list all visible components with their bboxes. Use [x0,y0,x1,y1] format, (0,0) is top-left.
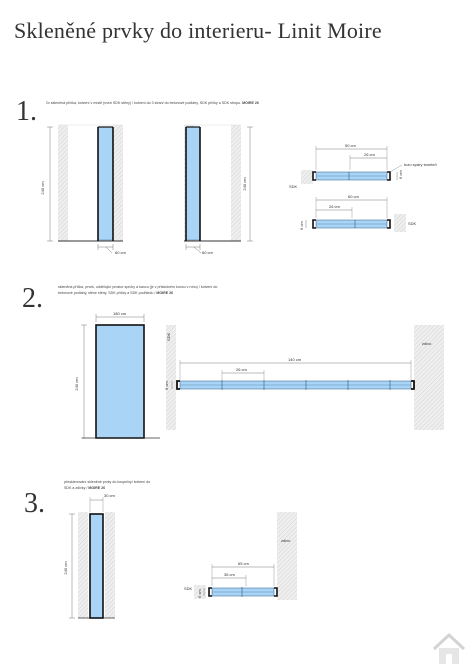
wall-sdk [394,214,406,232]
dim-width-26: 26 cm [329,204,341,209]
dim-width-50: 50 cm [345,143,357,148]
wall-sdk [301,170,313,184]
dim-width-140: 140 cm [288,357,302,362]
dim-height-240: 240 cm [74,377,79,391]
wall-left [78,512,88,618]
section-2-brand: MOIRE 26 [156,290,174,295]
dim-6: 6 cm [197,589,202,598]
dim-width-65: 65 cm [238,561,250,566]
dim-width-60: 60 cm [115,250,127,255]
wall-sdk [166,325,176,430]
section-1-brand: MOIRE 26 [242,101,259,105]
wall-zdivo [277,512,297,600]
section-3-description: přesklenování skleněné prvky do koupelny… [64,480,154,491]
wall-right [105,512,115,618]
dim-width-180: 180 cm [113,311,127,316]
dim-height-240: 240 cm [40,181,45,195]
section-number-2: 2. [22,283,43,314]
dim-width-26: 26 cm [236,367,248,372]
label-sdk: SDK [166,332,171,341]
dim-width-60: 60 cm [202,250,214,255]
wall-left [58,125,68,241]
wall-sdk [194,585,206,599]
glass-panel [95,324,145,439]
dim-width-26: 26 cm [364,152,376,157]
section-2-text: skleněná příčka, prvek, oddělující prost… [58,285,218,295]
label-sdk: SDK [184,586,193,591]
page-title: Skleněné prvky do interieru- Linit Moire [14,18,382,43]
section-1-plan-top: SDK 50 cm 26 cm 6 cm tuzo spáry toneleň [289,143,437,189]
label-tuzo: tuzo spáry toneleň [404,162,437,167]
dim-6: 6 cm [164,381,169,390]
section-2-plan: SDK zdivo 140 cm 26 cm 6 cm [164,325,444,430]
dim-6: 6 cm [299,221,304,230]
glass-panel [97,126,114,241]
section-2-elevation: 180 cm 240 cm [74,311,160,439]
label-zdivo: zdivo [281,538,291,543]
section-3-plan: zdivo SDK 65 cm 36 cm 6 cm [184,512,297,600]
section-number-3: 3. [24,488,45,519]
house-logo-icon [432,632,466,664]
glass-panel [89,513,104,619]
section-3-text: přesklenování skleněné prvky do koupelny… [64,480,151,490]
section-1-description: 2x skleněná příčka, kotvení v místě (mez… [46,101,306,107]
section-1-text: 2x skleněná příčka, kotvení v místě (mez… [46,101,242,105]
wall-zdivo [414,325,444,430]
section-number-1: 1. [16,96,37,127]
dim-width-60: 60 cm [348,194,360,199]
section-1-elevation-b: 240 cm 60 cm [184,124,253,255]
glass-panel [185,126,201,241]
section-1-elevation-a: 240 cm 60 cm [40,124,127,255]
label-sdk: SDK [289,184,298,189]
section-2-description: skleněná příčka, prvek, oddělující prost… [58,285,223,296]
label-sdk: SDK [408,221,417,226]
section-3-elevation: 30 cm 240 cm [63,493,116,619]
dim-width-30: 30 cm [104,493,116,498]
dim-width-36: 36 cm [224,572,236,577]
section-3-brand: MOIRE 26 [88,485,106,490]
dim-height-240: 240 cm [63,561,68,575]
label-zdivo: zdivo [422,341,432,346]
dim-height-240: 240 cm [242,177,247,191]
wall-right [113,125,123,241]
section-1-plan-bottom: SDK 60 cm 26 cm 6 cm [299,194,417,232]
wall-right [231,125,241,241]
dim-6: 6 cm [398,170,403,179]
